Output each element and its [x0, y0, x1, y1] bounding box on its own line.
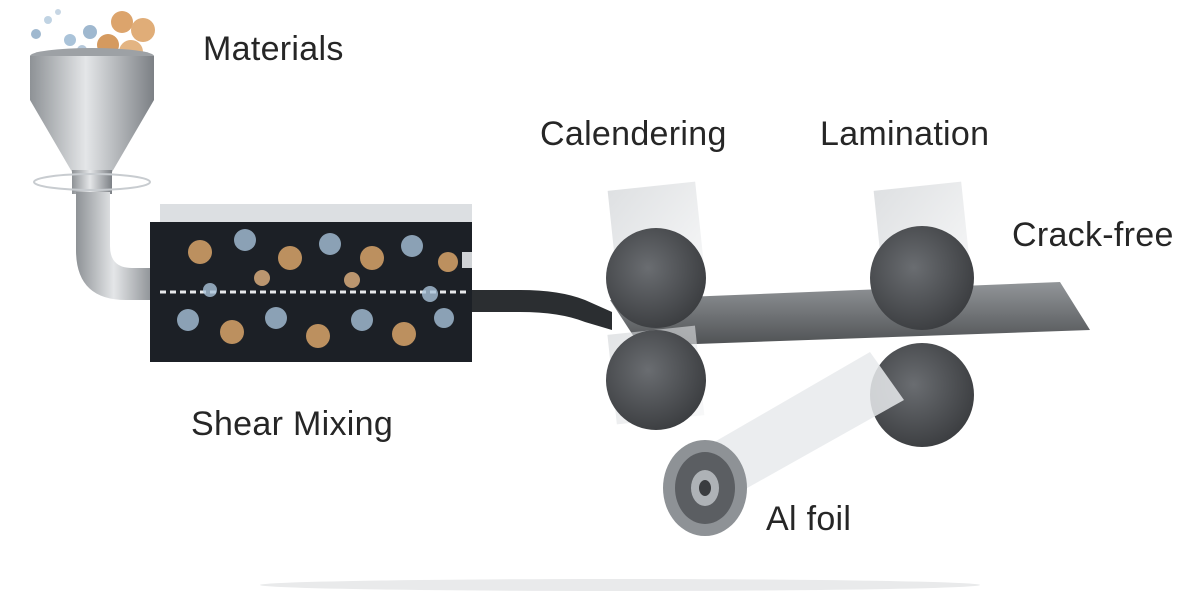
label-shear-mixing: Shear Mixing [191, 405, 394, 443]
label-crack-free: Crack-free [1012, 216, 1174, 254]
extrudate-band [472, 290, 612, 330]
label-al-foil: Al foil [766, 500, 852, 538]
lamination-rollers [870, 181, 974, 447]
floor-shadow [260, 579, 980, 591]
label-materials: Materials [203, 30, 344, 68]
calendering-rollers [606, 181, 706, 430]
shear-mixer [150, 204, 472, 362]
al-foil-roll [663, 352, 904, 536]
label-lamination: Lamination [820, 115, 990, 153]
hopper [30, 48, 160, 300]
label-calendering: Calendering [540, 115, 727, 153]
mixer-particles [177, 229, 458, 348]
